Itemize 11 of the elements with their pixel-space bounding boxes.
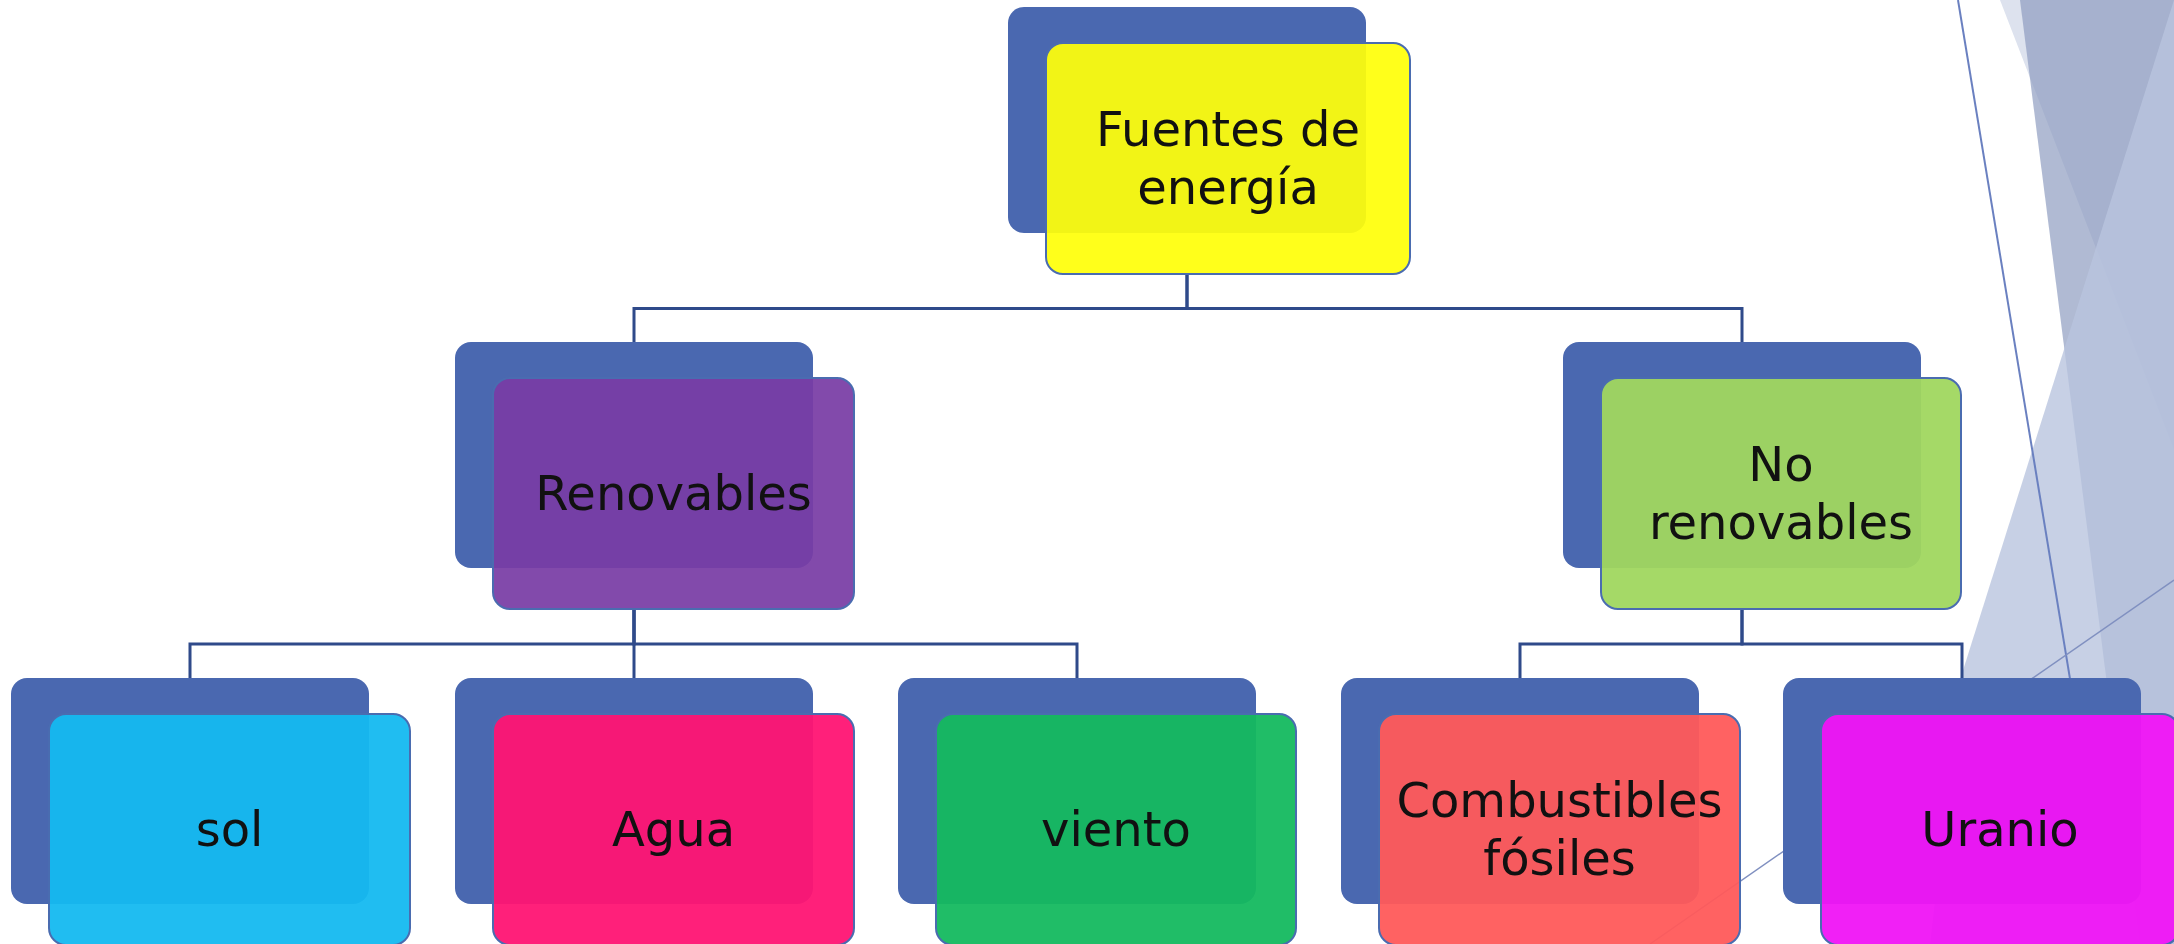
box-label: Renovables [535,464,812,523]
box-label: No renovables [1647,435,1915,552]
connector-line [1185,275,1744,342]
box-label: Combustibles fósiles [1396,771,1723,888]
box-label: sol [195,800,264,859]
box-label: Fuentes de energía [1095,100,1361,217]
box-label: Uranio [1921,800,2079,859]
connector-line [1740,610,1964,678]
connector-line [632,610,1079,678]
box-label: viento [1041,800,1191,859]
box-label: Agua [611,800,736,859]
